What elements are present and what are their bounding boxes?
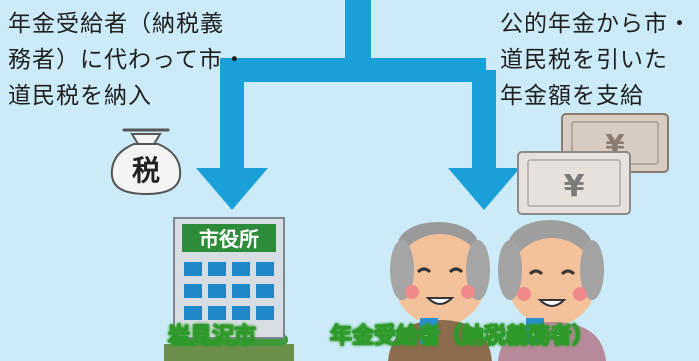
money-bag-icon: 税 [110, 128, 182, 196]
right-note-line2: 道民税を引いた [500, 47, 668, 73]
recipient-label: 年金受給者（納税義務者） [329, 324, 595, 350]
arrow-branch [220, 58, 486, 82]
left-note-line3: 道民税を納入 [8, 83, 152, 109]
right-note-line3: 年金額を支給 [500, 83, 644, 109]
city-hall-building: 市役所 [164, 217, 294, 361]
banknote-front-yen: ¥ [564, 169, 585, 204]
left-note-line2: 務者）に代わって市・ [8, 47, 247, 73]
arrow-right-head [448, 168, 520, 210]
right-note-line1: 公的年金から市・ [500, 11, 692, 37]
banknotes-icon: ¥ ¥ [517, 113, 669, 215]
arrow-left-shaft [220, 70, 244, 170]
city-hall-sign: 市役所 [199, 227, 259, 251]
elderly-couple [388, 220, 606, 361]
city-label: 岩見沢市 [167, 324, 257, 350]
money-bag-label: 税 [132, 154, 160, 187]
left-note-line1: 年金受給者（納税義 [8, 11, 224, 37]
arrow-right-shaft [472, 70, 496, 170]
arrow-left-head [196, 168, 268, 210]
